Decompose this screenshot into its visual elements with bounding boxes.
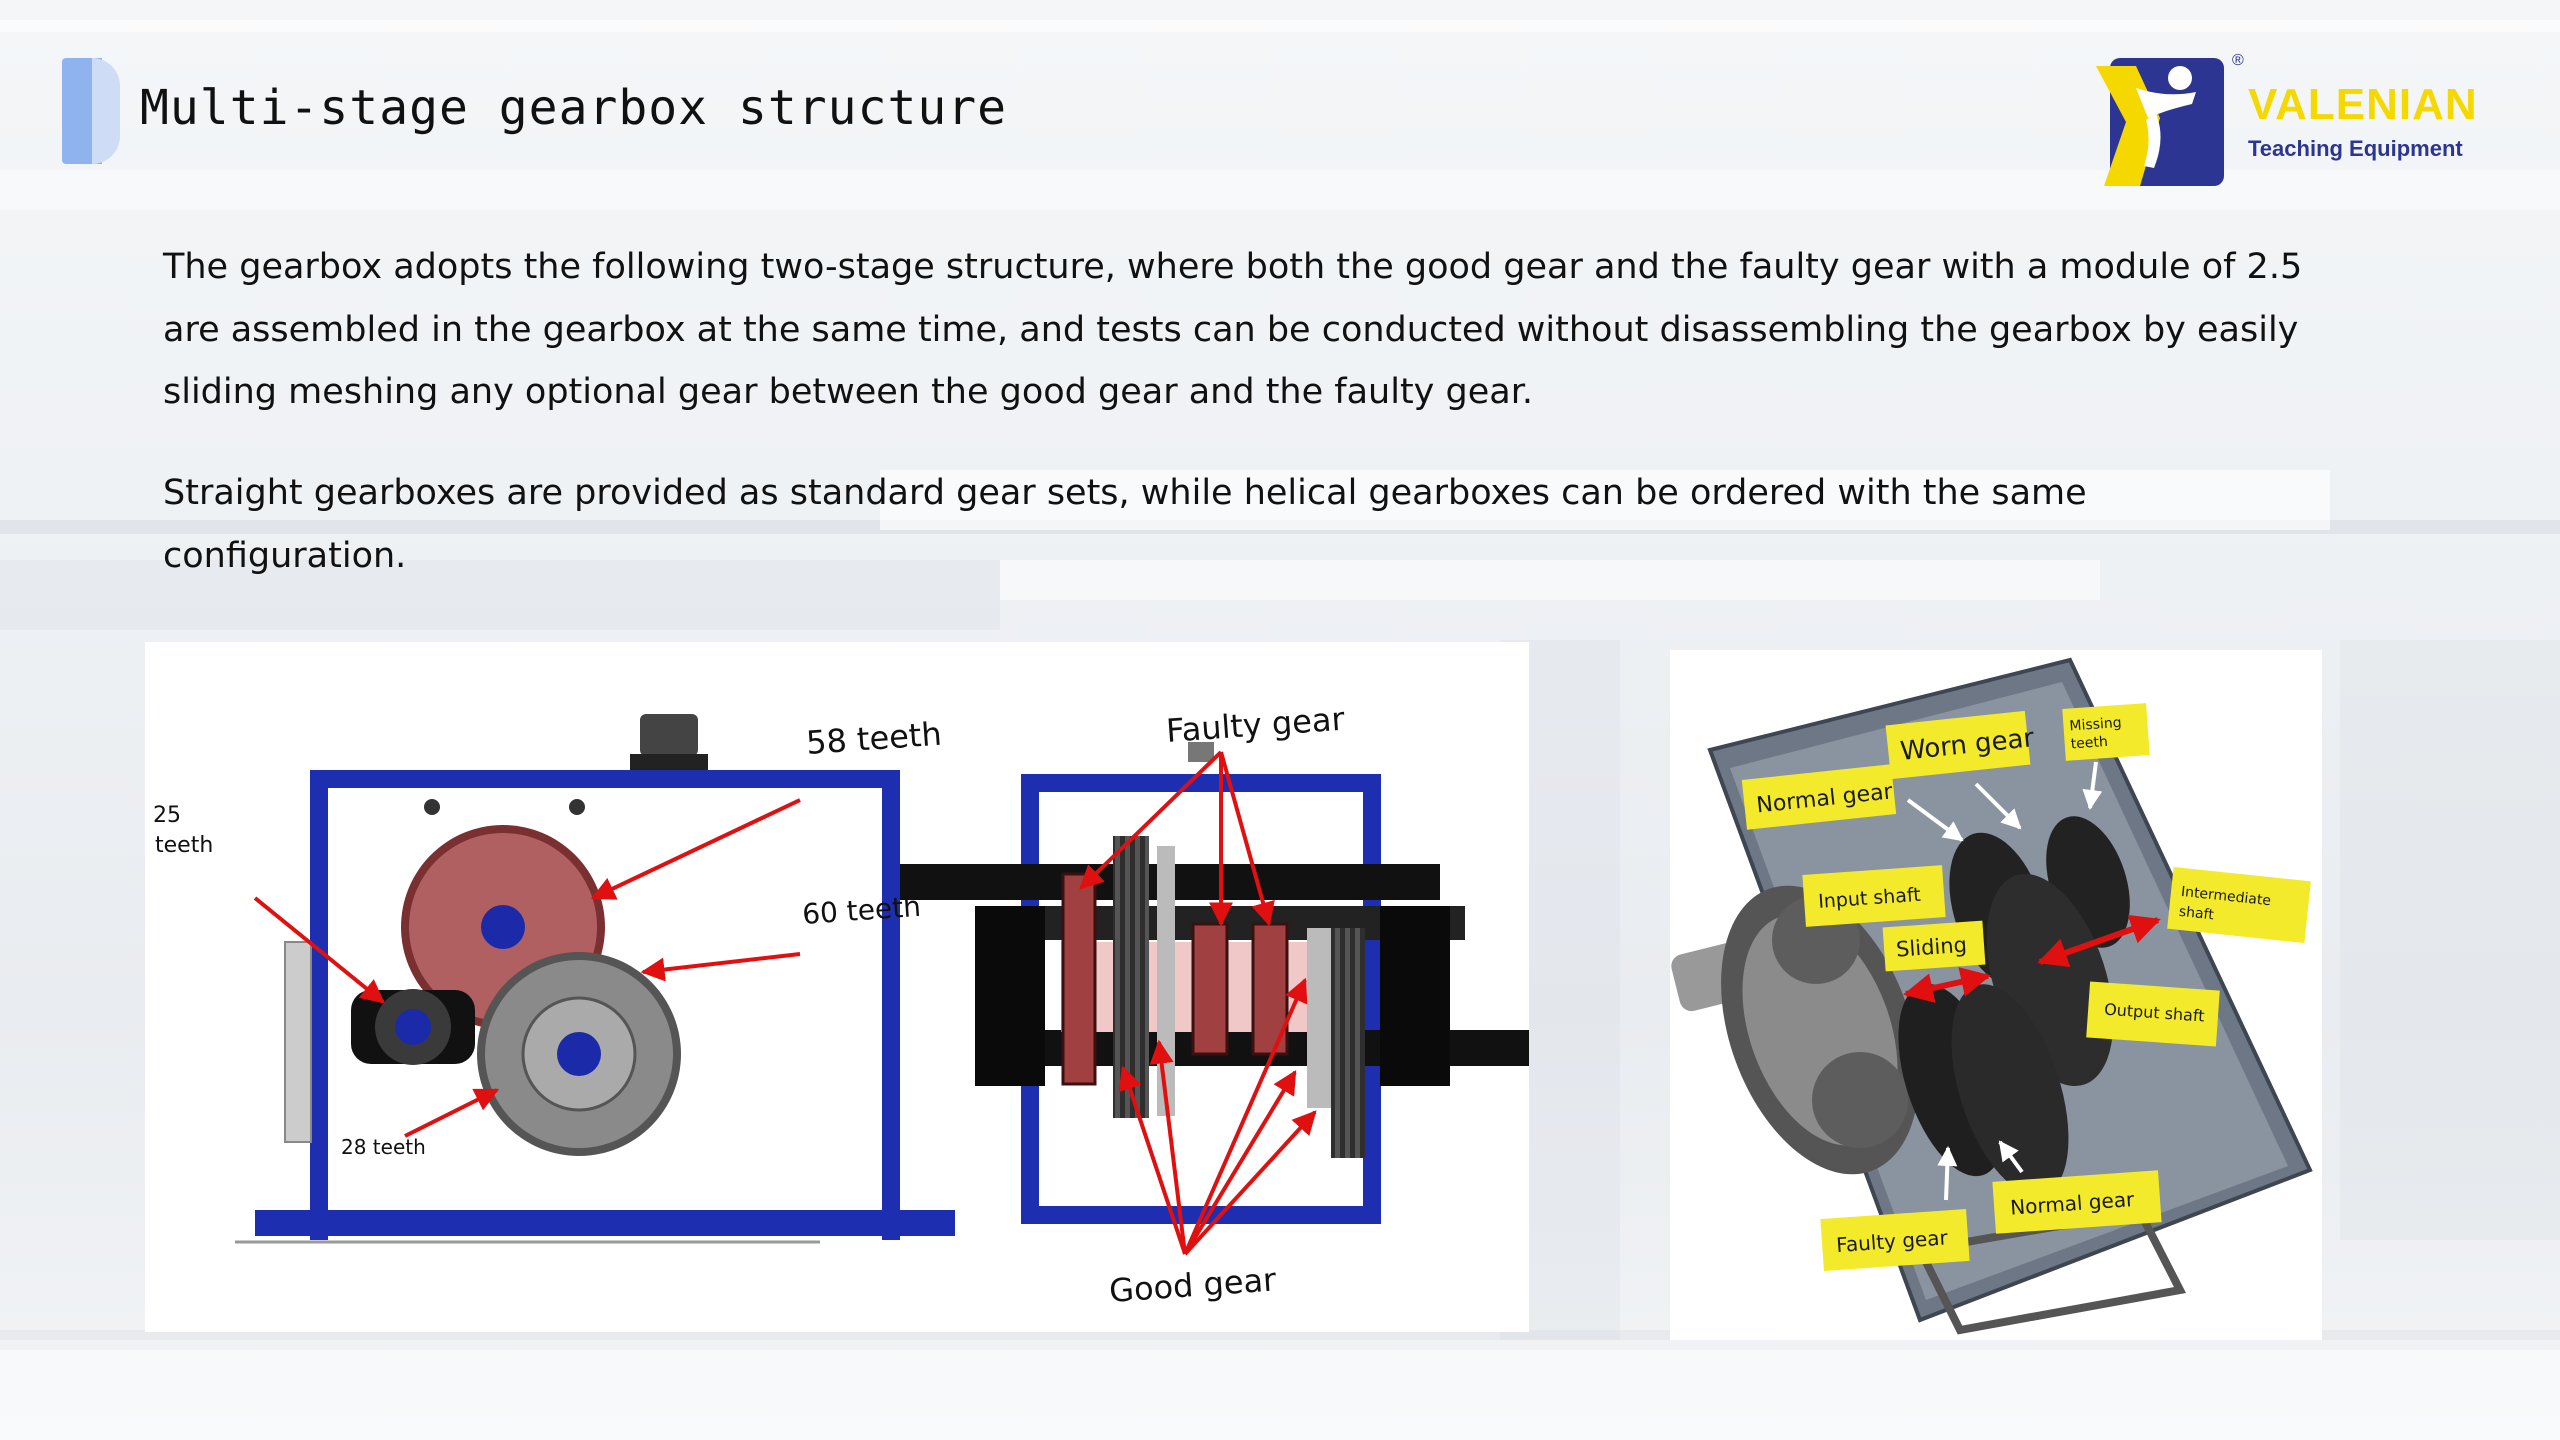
gearbox-3d-diagram: Normal gear Worn gear Missing teeth Inpu… [1671, 657, 2313, 1335]
label-faulty-gear: Faulty gear [1165, 700, 1347, 750]
label-25-teeth: teeth [155, 833, 213, 858]
tag-normal-gear-bottom: Normal gear [1992, 1170, 2162, 1234]
description-paragraph: The gearbox adopts the following two-sta… [163, 247, 2303, 412]
tag-intermediate-shaft: Intermediate shaft [2167, 866, 2311, 944]
left-arrows [253, 798, 801, 1138]
gearbox-schematic-panel: 25 teeth 28 teeth 58 teeth 60 teeth [145, 642, 1529, 1332]
tag-faulty-gear: Faulty gear [1820, 1208, 1970, 1272]
label-25: 25 [153, 803, 181, 828]
tag-input-shaft: Input shaft [1802, 865, 1946, 927]
pinion-25 [351, 989, 475, 1065]
good-gear-60 [477, 952, 681, 1156]
top-view-arrows [1079, 750, 1317, 1256]
side-view-frame [235, 714, 955, 1244]
brand-logo: ® VALENIAN Teaching Equipment [2096, 52, 2486, 186]
label-good-gear: Good gear [1108, 1260, 1278, 1310]
page-title: Multi-stage gearbox structure [140, 80, 1008, 136]
tag-normal-gear-top: Normal gear [1741, 764, 1897, 830]
gearbox-3d-body [1671, 657, 2313, 1335]
gearbox-schematic-diagram: 25 teeth 28 teeth 58 teeth 60 teeth [153, 700, 1529, 1310]
registered-mark: ® [2232, 52, 2244, 69]
valenian-logo-icon [2096, 58, 2224, 186]
brand-tagline: Teaching Equipment [2248, 136, 2463, 161]
tag-output-shaft: Output shaft [2086, 981, 2220, 1047]
gearbox-3d-panel: Normal gear Worn gear Missing teeth Inpu… [1670, 650, 2322, 1340]
svg-text:teeth: teeth [2070, 734, 2108, 753]
label-58-teeth: 58 teeth [805, 715, 943, 762]
tag-missing-teeth: Missing teeth [2062, 703, 2150, 761]
sliding-arrows [1903, 914, 2161, 1003]
gear-set-note: Straight gearboxes are provided as stand… [163, 473, 2087, 576]
title-accent [62, 58, 120, 164]
tag-worn-gear: Worn gear [1885, 710, 2036, 780]
svg-text:shaft: shaft [2178, 904, 2215, 924]
tag-sliding: Sliding [1882, 920, 1986, 972]
svg-text:Missing: Missing [2069, 715, 2122, 735]
svg-text:Sliding: Sliding [1895, 933, 1967, 962]
brand-name: VALENIAN [2248, 80, 2478, 129]
white-arrows [1906, 761, 2103, 1201]
label-28-teeth: 28 teeth [341, 1135, 426, 1159]
